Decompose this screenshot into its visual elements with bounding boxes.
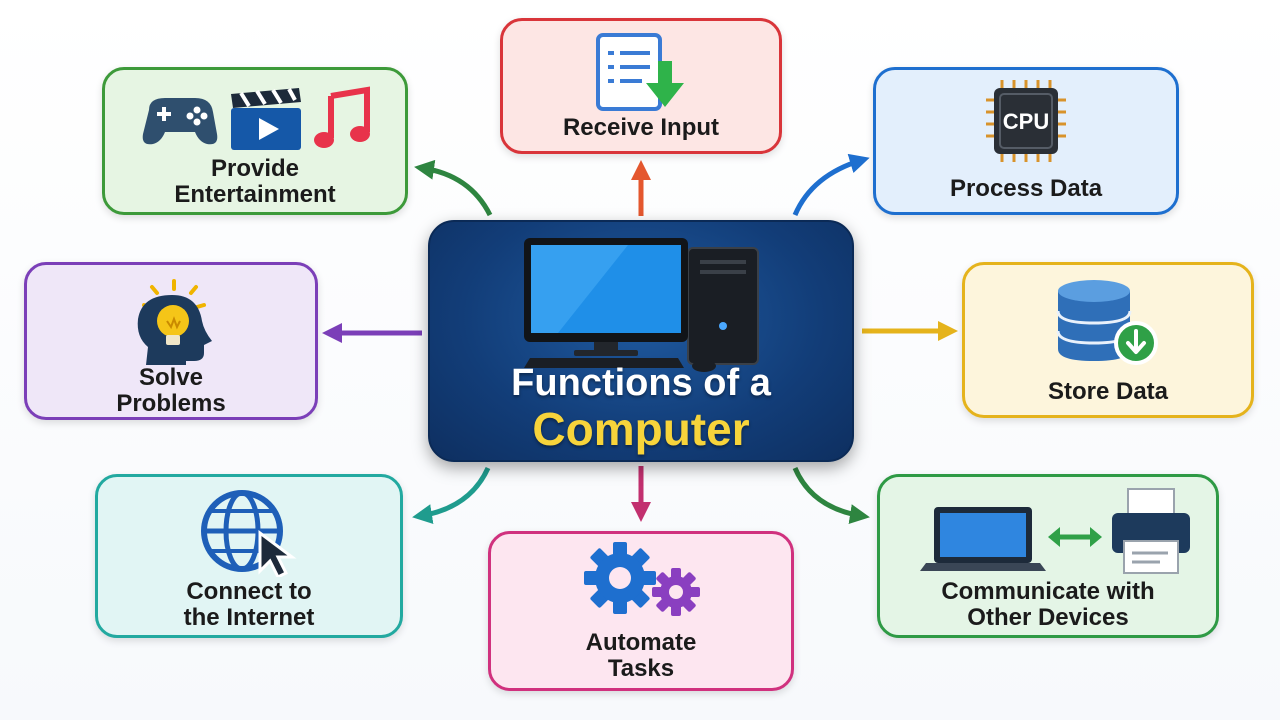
node-solve-problems: Solve Problems (24, 262, 318, 420)
label-receive-input: Receive Input (562, 114, 720, 141)
head-lightbulb-icon (137, 279, 212, 365)
node-receive-input: Receive Input (500, 18, 782, 154)
document-download-icon (596, 33, 684, 111)
center-hub: Functions of a Computer (428, 220, 854, 462)
center-title-line1: Functions of a (511, 362, 771, 404)
laptop-printer-icon (920, 488, 1190, 574)
globe-cursor-icon (201, 490, 297, 577)
music-note-icon (314, 86, 370, 148)
bidirectional-arrow-icon (1048, 527, 1102, 547)
desktop-computer-icon (524, 238, 759, 372)
entertainment-icons (142, 86, 370, 150)
clapperboard-icon (231, 88, 301, 150)
label-communicate-devices: Communicate with Other Devices (941, 578, 1155, 631)
arrow-connect-internet (412, 466, 491, 524)
arrow-communicate (792, 466, 870, 524)
node-communicate-devices: Communicate with Other Devices (877, 474, 1219, 638)
printer-icon (1112, 488, 1190, 574)
arrow-provide-entertainment (414, 159, 493, 217)
cpu-chip-label: CPU (1003, 109, 1049, 134)
label-provide-entertainment: Provide Entertainment (174, 155, 336, 208)
node-process-data: CPU Process Data (873, 67, 1179, 215)
label-store-data: Store Data (1047, 378, 1169, 405)
laptop-icon (920, 507, 1046, 571)
node-connect-internet: Connect to the Internet (95, 474, 403, 638)
label-automate-tasks: Automate Tasks (585, 629, 697, 682)
node-automate-tasks: Automate Tasks (488, 531, 794, 691)
gears-icon (584, 542, 700, 616)
center-title-line2: Computer (532, 403, 750, 455)
label-solve-problems: Solve Problems (116, 364, 226, 417)
cpu-icon: CPU (986, 80, 1066, 162)
label-process-data: Process Data (949, 175, 1103, 202)
node-store-data: Store Data (962, 262, 1254, 418)
node-provide-entertainment: Provide Entertainment (102, 67, 408, 215)
gamepad-icon (142, 98, 218, 145)
arrow-process-data (792, 153, 870, 217)
label-connect-internet: Connect to the Internet (183, 578, 315, 631)
database-icon (1056, 280, 1158, 365)
